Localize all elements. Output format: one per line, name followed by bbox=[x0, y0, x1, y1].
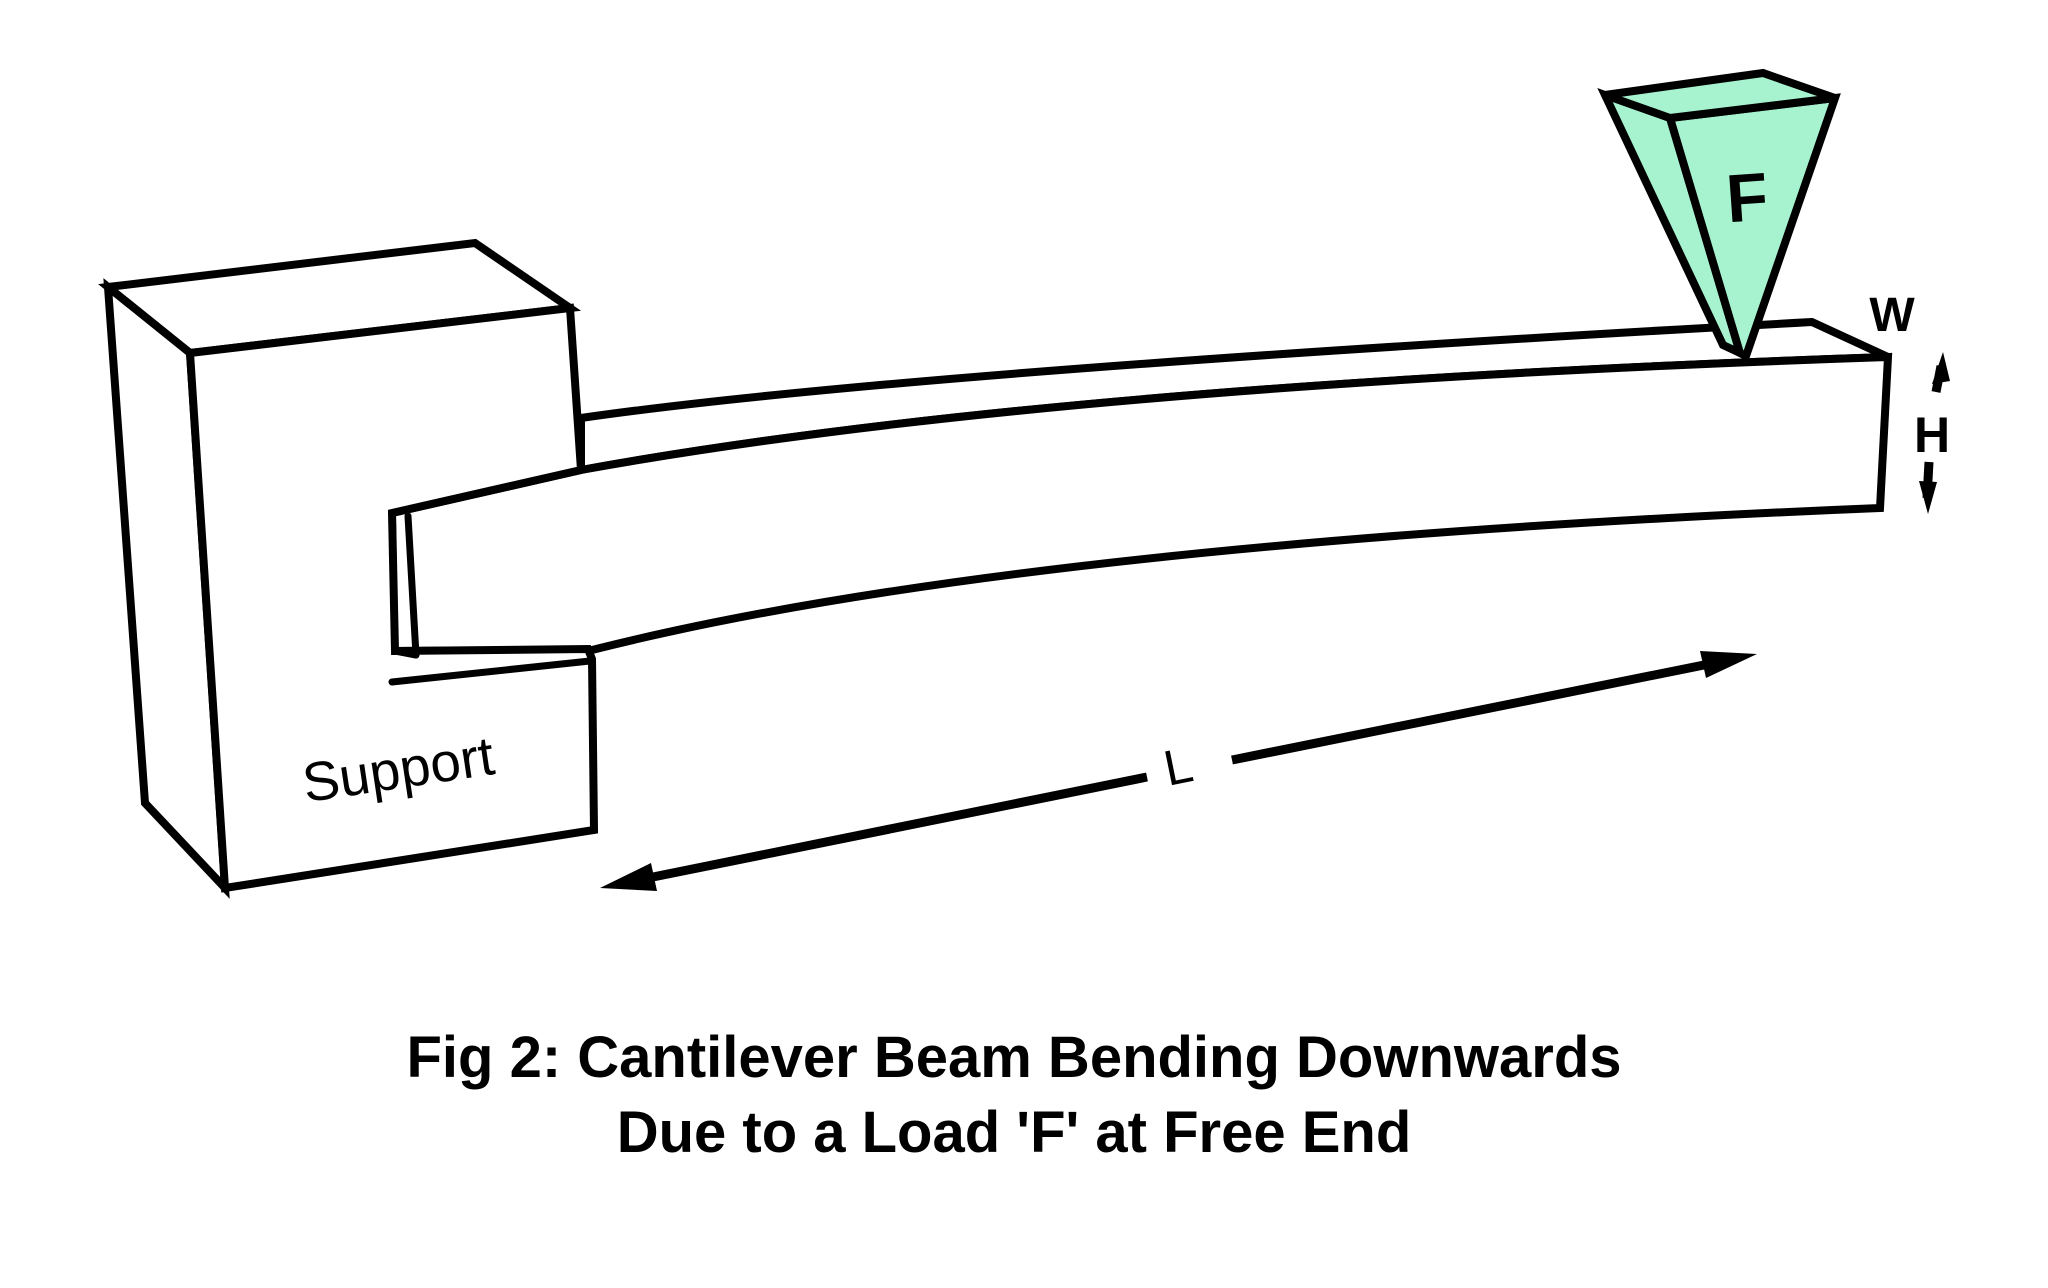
support-block: Support bbox=[98, 238, 599, 899]
force-label: F bbox=[1724, 159, 1771, 238]
beam-height-label: H bbox=[1914, 407, 1950, 463]
height-dimension: H bbox=[1914, 352, 1950, 514]
force-arrow-top-face bbox=[1603, 68, 1837, 123]
length-dim-left-arrowhead bbox=[600, 863, 657, 891]
force-arrow: F bbox=[1597, 68, 1841, 362]
length-dimension: L bbox=[600, 651, 1757, 891]
caption-line-1: Fig 2: Cantilever Beam Bending Downwards bbox=[407, 1025, 1622, 1090]
slot-wall-bottom-edge bbox=[391, 647, 420, 659]
slot-wall-front-edge bbox=[404, 512, 420, 659]
slot-lower-lip-edge bbox=[388, 657, 594, 686]
length-dim-right-shaft bbox=[1231, 659, 1710, 765]
beam bbox=[387, 317, 1893, 656]
caption: Fig 2: Cantilever Beam Bending Downwards… bbox=[407, 1025, 1622, 1165]
height-dim-down-arrowhead bbox=[1919, 481, 1937, 514]
beam-front-face bbox=[387, 352, 1893, 656]
length-dim-left-shaft bbox=[647, 772, 1148, 883]
beam-length-label: L bbox=[1159, 736, 1197, 796]
caption-line-2: Due to a Load 'F' at Free End bbox=[617, 1100, 1412, 1165]
height-dim-up-arrowhead bbox=[1932, 352, 1950, 384]
length-dim-right-arrowhead bbox=[1700, 651, 1757, 678]
beam-width-label: W bbox=[1869, 289, 1915, 342]
support-front-face bbox=[185, 303, 599, 893]
